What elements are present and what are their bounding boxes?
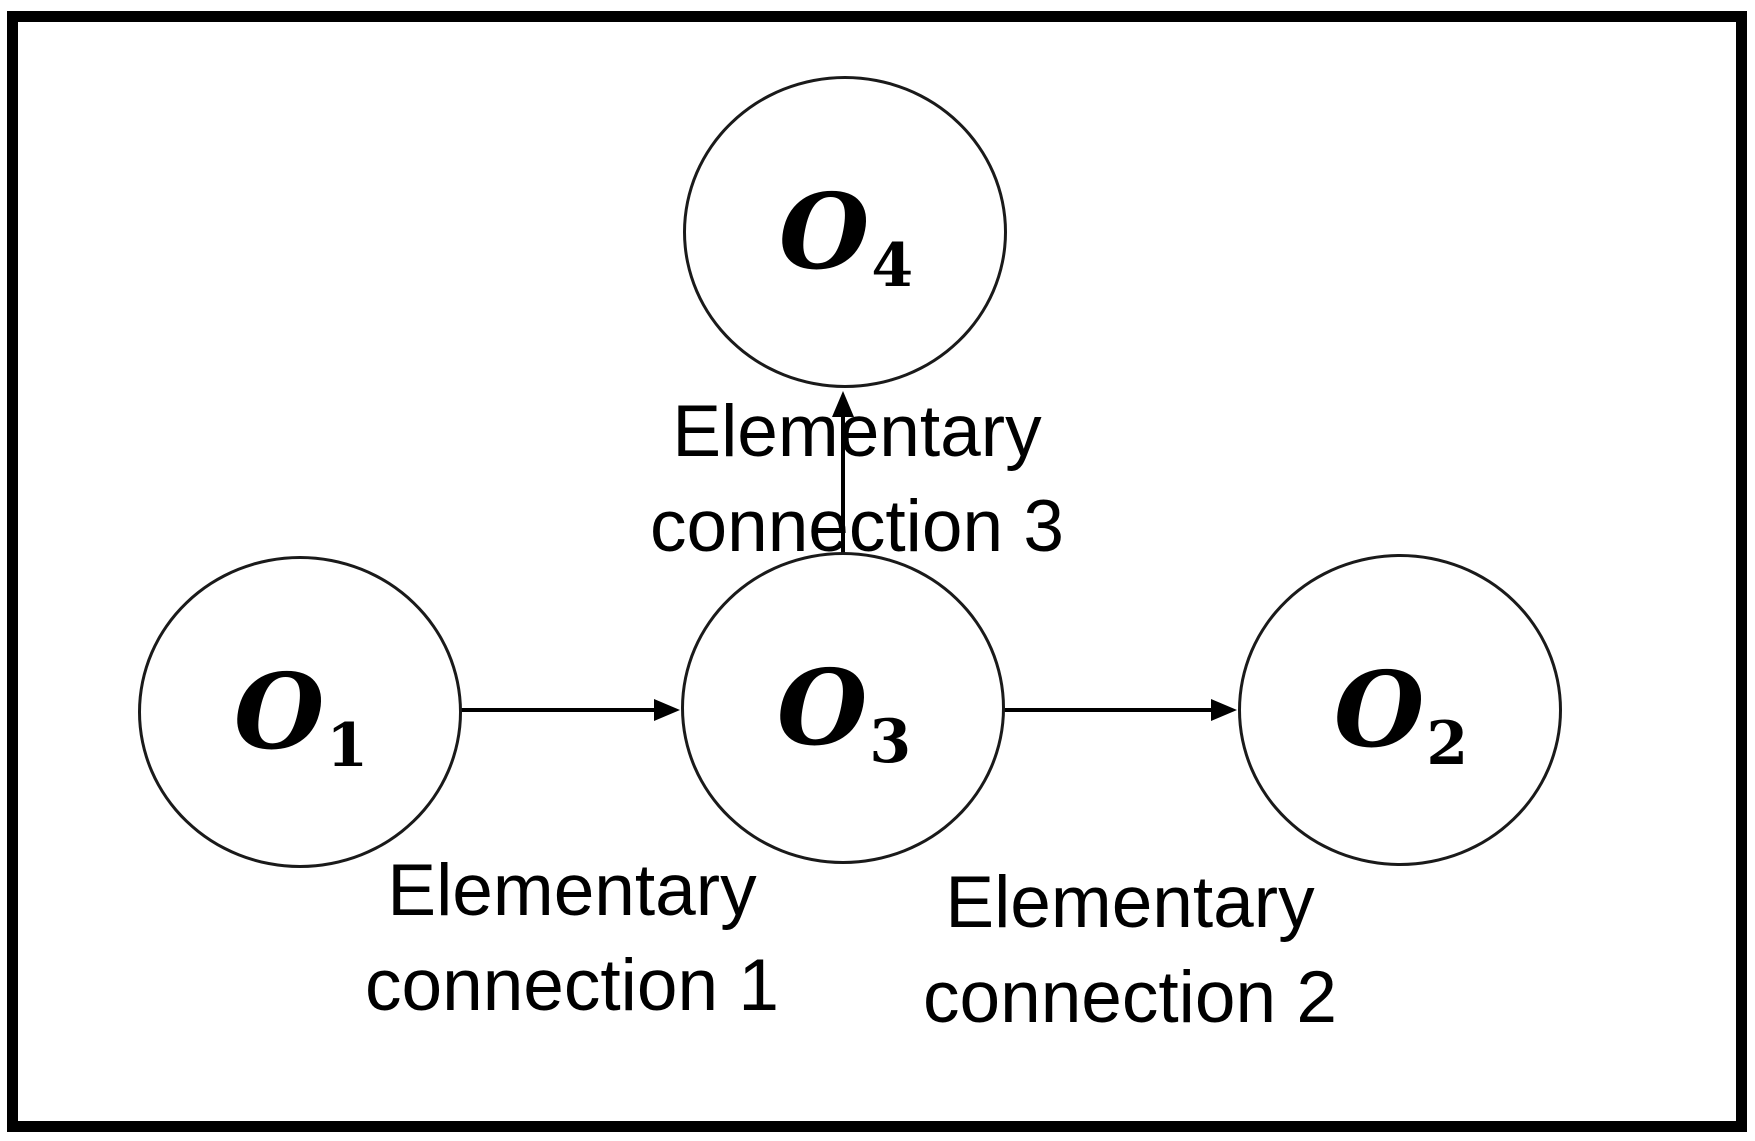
edge-o3-o4-label: Elementary connection 3 [650, 384, 1064, 574]
edge-o1-o3-arrowhead-icon [654, 699, 680, 721]
edge-o3-o2-label-line2: connection 2 [923, 957, 1337, 1038]
edge-o3-o2-line [1004, 708, 1211, 712]
node-o4-symbol: O [778, 170, 870, 293]
node-o3-symbol: O [776, 646, 868, 769]
node-o2-subscript: 2 [1426, 709, 1469, 779]
edge-o3-o2-label: Elementary connection 2 [923, 855, 1337, 1045]
edge-o3-o2-label-line1: Elementary [945, 862, 1315, 943]
node-o1-subscript: 1 [326, 711, 369, 781]
edge-o3-o4-line [841, 416, 845, 562]
edge-o3-o4-arrowhead-icon [832, 391, 854, 417]
node-o1-symbol: O [233, 650, 325, 773]
edge-o1-o3-label-line2: connection 1 [365, 945, 779, 1026]
node-o2-symbol: O [1333, 648, 1425, 771]
edge-o3-o2-arrowhead-icon [1211, 699, 1237, 721]
edge-o3-o4-label-line2: connection 3 [650, 486, 1064, 567]
node-o3-subscript: 3 [869, 707, 912, 777]
node-o4-subscript: 4 [871, 231, 914, 301]
edge-o1-o3-line [458, 708, 654, 712]
edge-o3-o4-label-line1: Elementary [672, 391, 1042, 472]
outer-border [7, 11, 1747, 1132]
edge-o1-o3-label-line1: Elementary [387, 850, 757, 931]
edge-o1-o3-label: Elementary connection 1 [365, 843, 779, 1033]
